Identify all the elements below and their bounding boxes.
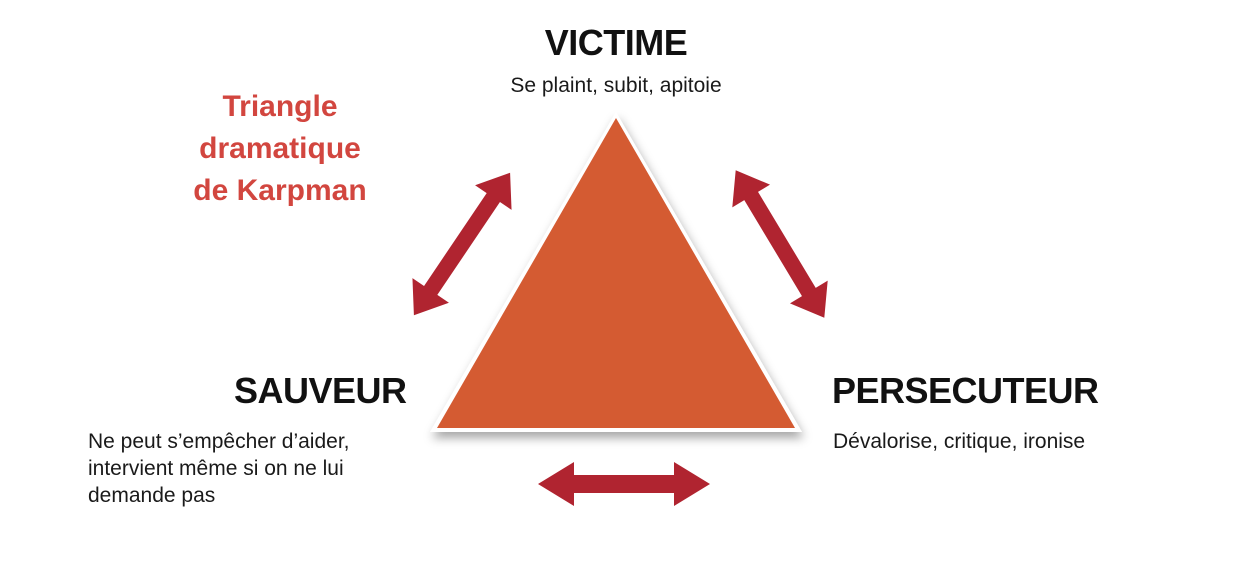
title-line: Triangle [222,90,338,123]
role-sauveur: SAUVEUR [234,370,407,411]
title-line: de Karpman [193,174,367,207]
double-arrow-sauveur-victime [412,172,512,316]
triangle-fill [437,118,795,428]
victime-description: Se plaint, subit, apitoie [510,74,722,97]
diagram-title: Triangle dramatique de Karpman [170,86,390,212]
title-line: dramatique [199,132,361,165]
double-arrow-victime-persecuteur [732,170,828,318]
double-arrow-sauveur-persecuteur [538,462,710,506]
description-line: intervient même si on ne lui [88,457,344,480]
role-victime: VICTIME [544,22,688,63]
role-persecuteur: PERSECUTEUR [832,370,1099,411]
description-line: demande pas [88,484,216,507]
persecuteur-description: Dévalorise, critique, ironise [833,430,1086,453]
sauveur-description: Ne peut s’empêcher d’aider, intervient m… [88,428,350,509]
description-line: Ne peut s’empêcher d’aider, [88,430,350,453]
